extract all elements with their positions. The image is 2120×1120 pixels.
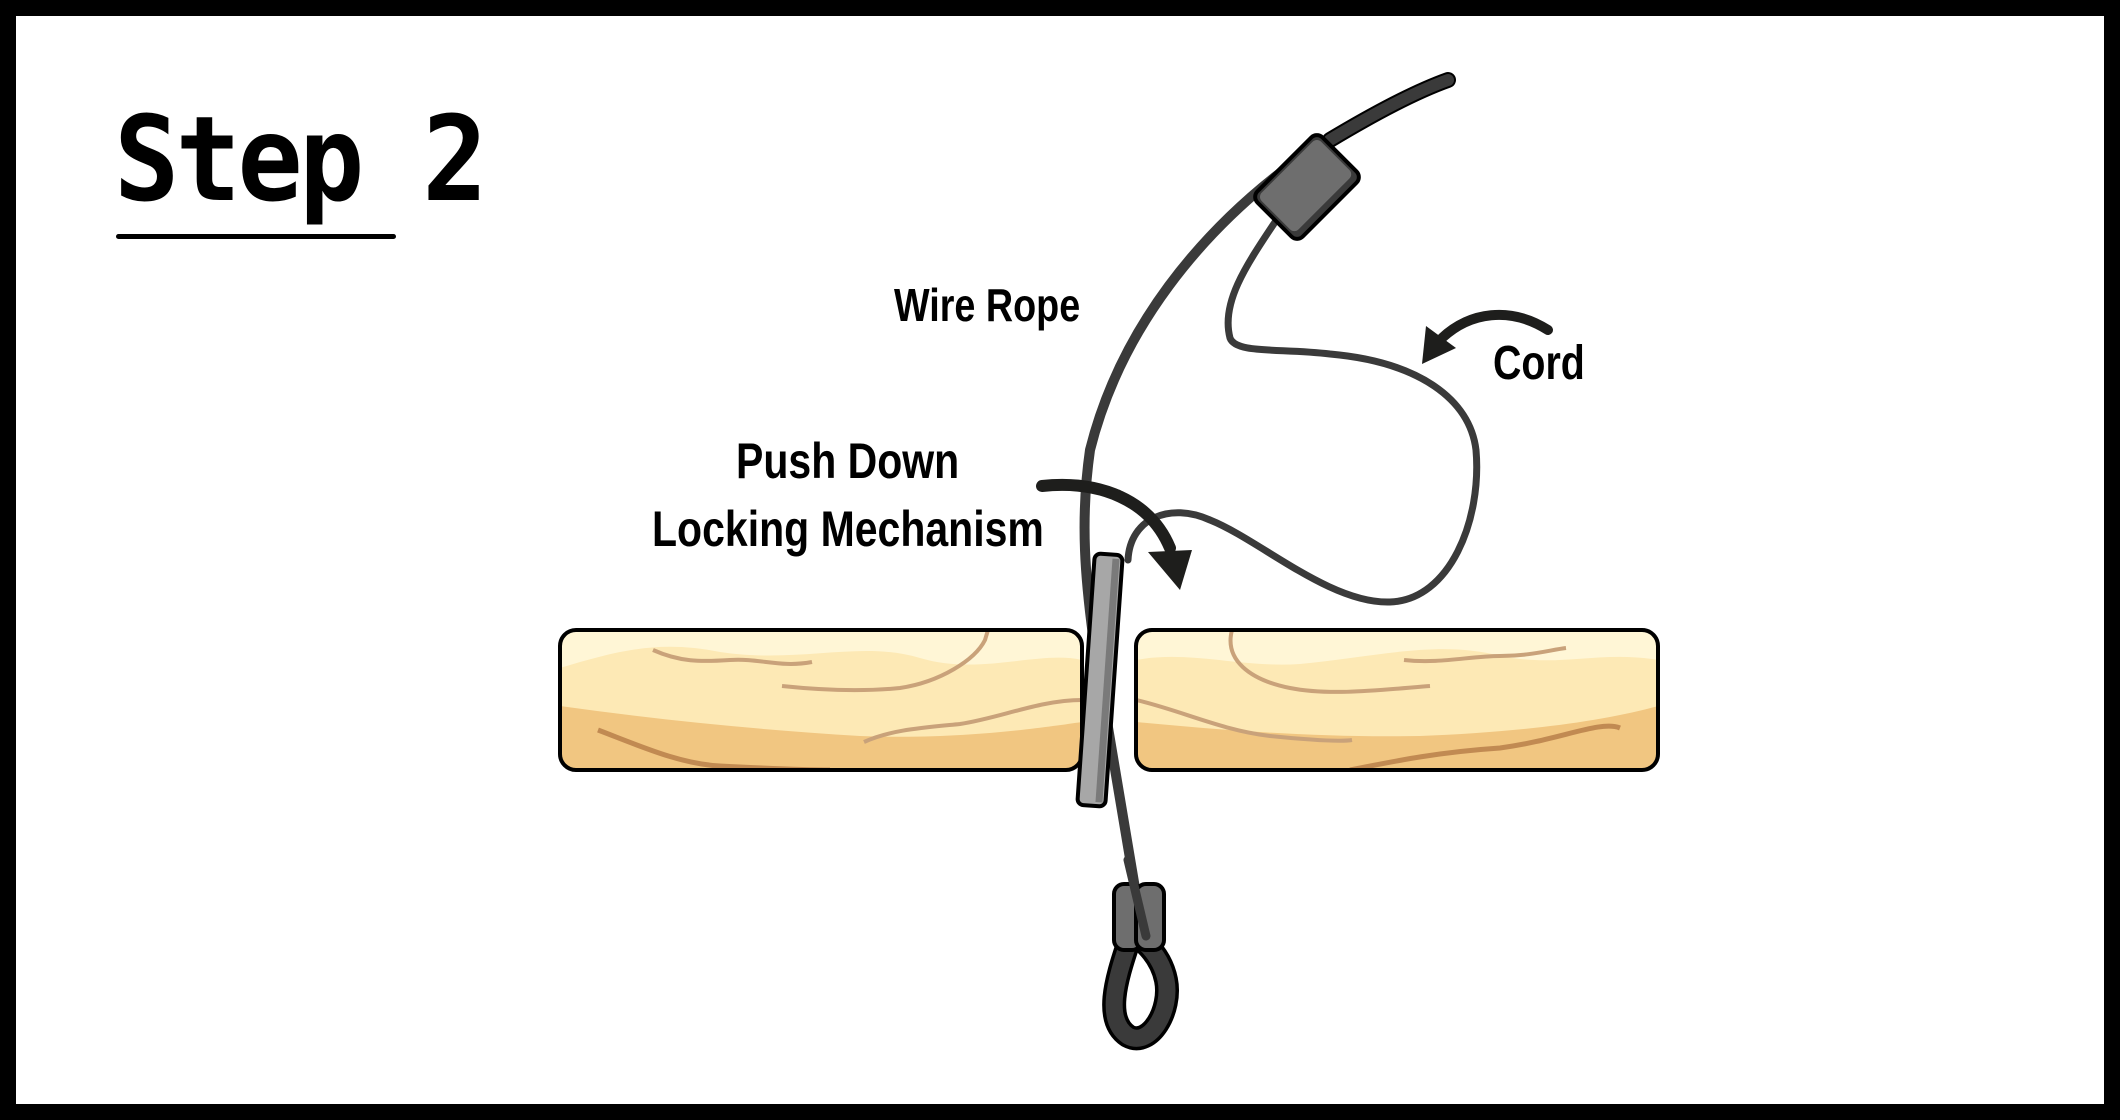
step-title: Step 2 <box>114 90 488 228</box>
push-down-arrow <box>1036 479 1192 590</box>
top-ferrule <box>1253 133 1361 241</box>
cord-arrow <box>1422 309 1553 364</box>
right-plank <box>1134 628 1660 772</box>
left-plank <box>558 628 1084 772</box>
cord <box>1124 206 1481 606</box>
bottom-loop <box>1102 932 1179 1051</box>
push-down-label-line1: Push Down <box>736 433 960 489</box>
cord-label: Cord <box>1493 337 1585 390</box>
bottom-loop-ferrule <box>1112 855 1166 952</box>
locking-mechanism <box>1075 551 1125 809</box>
step-title-underline <box>116 234 396 239</box>
wire-rope-label: Wire Rope <box>894 279 1081 331</box>
push-down-label-line2: Locking Mechanism <box>652 501 1044 557</box>
wire-rope <box>1079 153 1305 923</box>
